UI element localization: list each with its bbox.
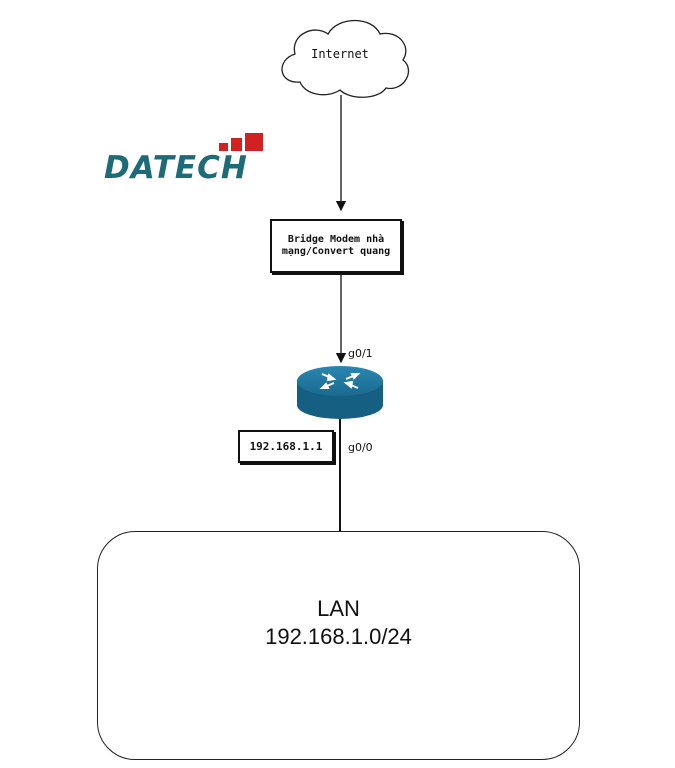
datech-logo-mark (219, 133, 263, 151)
bridge-modem-box: Bridge Modem nhà mạng/Convert quang (270, 219, 402, 273)
lan-box (97, 531, 580, 760)
gateway-ip-label: 192.168.1.1 (249, 440, 323, 453)
interface-g0-0-label: g0/0 (348, 441, 373, 454)
internet-label: Internet (311, 47, 369, 61)
datech-logo-text: DATECH (104, 150, 248, 186)
internet-cloud (281, 20, 410, 98)
bridge-modem-label: Bridge Modem nhà mạng/Convert quang (281, 234, 391, 257)
gateway-ip-box: 192.168.1.1 (238, 430, 334, 463)
router-icon (297, 366, 383, 419)
lan-title: LAN (317, 596, 360, 621)
lan-subnet: 192.168.1.0/24 (265, 624, 412, 649)
interface-g0-1-label: g0/1 (348, 347, 373, 360)
